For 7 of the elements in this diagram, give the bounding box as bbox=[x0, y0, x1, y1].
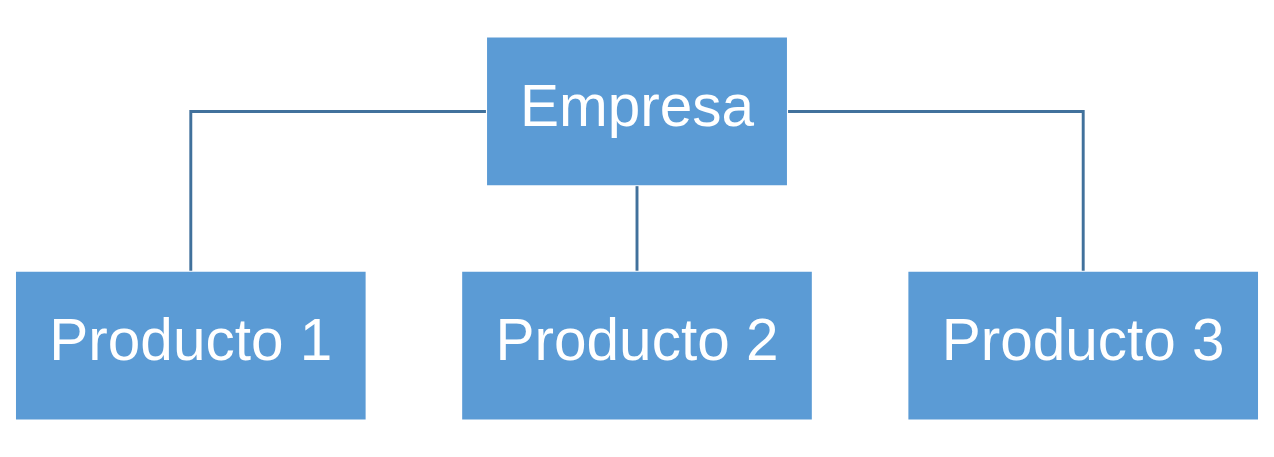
connector bbox=[788, 110, 1085, 271]
node-box: Producto 2 bbox=[460, 270, 814, 421]
connector bbox=[635, 186, 639, 271]
node-box: Producto 3 bbox=[906, 270, 1260, 421]
node-box: Producto 1 bbox=[14, 270, 368, 421]
connector bbox=[189, 110, 486, 271]
node-box: Empresa bbox=[485, 36, 789, 187]
